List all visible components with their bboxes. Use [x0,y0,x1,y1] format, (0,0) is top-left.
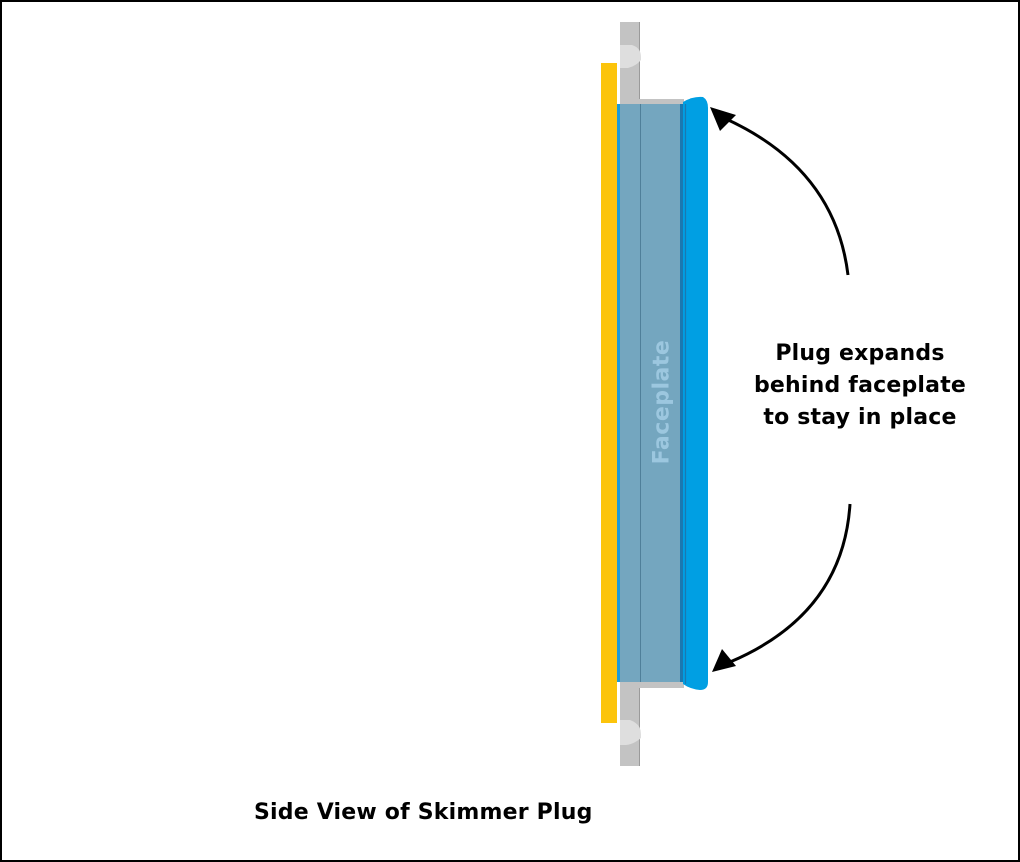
diagram-caption: Side View of Skimmer Plug [254,800,593,825]
annotation-line-1: Plug expands [775,341,945,366]
faceplate-body [617,104,683,682]
expanding-plug [683,96,708,691]
wall-notch-bottom [620,720,641,745]
wall-notch-top [620,45,641,68]
gasket-strip [601,63,617,723]
faceplate-label: Faceplate [649,339,675,465]
upper-arrow-icon [710,107,850,276]
annotation-line-3: to stay in place [763,405,957,430]
annotation-line-2: behind faceplate [753,373,967,398]
annotation-text: Plug expands behind faceplate to stay in… [720,338,1000,434]
lower-arrow-icon [712,503,852,672]
